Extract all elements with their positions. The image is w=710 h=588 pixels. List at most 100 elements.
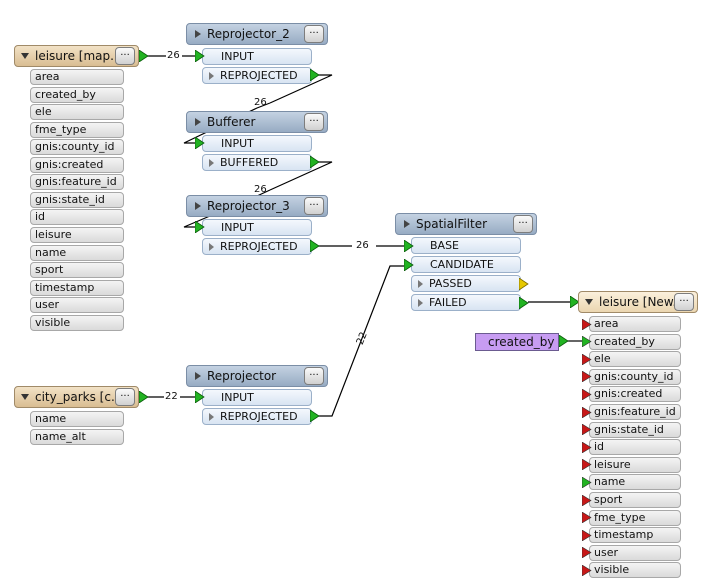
output-port-icon[interactable] xyxy=(310,69,320,81)
attribute-port-icon[interactable] xyxy=(582,512,592,524)
input-port-icon[interactable] xyxy=(195,137,205,149)
attribute[interactable]: fme_type xyxy=(30,122,124,138)
attribute[interactable]: name xyxy=(30,245,124,261)
input-port-base[interactable]: BASE xyxy=(411,237,521,254)
attribute[interactable]: timestamp xyxy=(589,527,681,544)
attribute-port-icon[interactable] xyxy=(582,318,592,330)
attribute-port-icon[interactable] xyxy=(582,424,592,436)
input-port[interactable]: INPUT xyxy=(202,48,312,65)
attribute-port-icon[interactable] xyxy=(582,476,592,488)
attribute-port-icon[interactable] xyxy=(582,441,592,453)
expand-icon[interactable] xyxy=(418,279,423,288)
attribute[interactable]: gnis:feature_id xyxy=(30,174,124,190)
expand-icon[interactable] xyxy=(195,372,201,380)
attribute[interactable]: id xyxy=(589,439,681,456)
transformer-reprojector-3[interactable]: Reprojector_3 ··· xyxy=(186,195,328,217)
expand-icon[interactable] xyxy=(195,202,201,210)
output-port[interactable]: REPROJECTED xyxy=(202,238,312,255)
input-port-icon[interactable] xyxy=(570,296,580,308)
attribute[interactable]: gnis:county_id xyxy=(30,139,124,155)
input-port-icon[interactable] xyxy=(404,240,414,252)
attribute[interactable]: user xyxy=(589,544,681,561)
output-port-icon[interactable] xyxy=(310,240,320,252)
attribute[interactable]: gnis:state_id xyxy=(589,421,681,438)
collapse-icon[interactable] xyxy=(585,299,593,305)
more-options-button[interactable]: ··· xyxy=(304,113,324,131)
attribute-port-icon[interactable] xyxy=(582,459,592,471)
expand-icon[interactable] xyxy=(195,118,201,126)
more-options-button[interactable]: ··· xyxy=(304,25,324,43)
expand-icon[interactable] xyxy=(209,158,214,167)
attribute[interactable]: sport xyxy=(589,492,681,508)
expand-icon[interactable] xyxy=(209,242,214,251)
attribute[interactable]: created_by xyxy=(30,87,124,103)
expand-icon[interactable] xyxy=(209,412,214,421)
attribute-port-icon[interactable] xyxy=(582,388,592,400)
transformer-bufferer[interactable]: Bufferer ··· xyxy=(186,111,328,133)
output-port[interactable]: BUFFERED xyxy=(202,154,312,171)
more-options-button[interactable]: ··· xyxy=(304,367,324,385)
more-options-button[interactable]: ··· xyxy=(304,197,324,215)
source-feature-type-city-parks[interactable]: city_parks [c... ··· xyxy=(14,386,139,408)
output-port-icon[interactable] xyxy=(139,50,149,62)
destination-feature-type-leisure[interactable]: leisure [New... ··· xyxy=(578,291,698,313)
attribute[interactable]: sport xyxy=(30,262,124,278)
attribute[interactable]: name_alt xyxy=(30,429,124,445)
source-feature-type-leisure[interactable]: leisure [map... ··· xyxy=(14,45,139,67)
attribute[interactable]: leisure xyxy=(589,456,681,473)
attribute-port-icon[interactable] xyxy=(582,371,592,383)
attribute[interactable]: ele xyxy=(589,351,681,368)
input-port-icon[interactable] xyxy=(404,259,414,271)
attribute-port-icon[interactable] xyxy=(582,353,592,365)
output-port-passed[interactable]: PASSED xyxy=(411,275,521,292)
attribute[interactable]: created_by xyxy=(589,333,681,350)
expand-icon[interactable] xyxy=(195,30,201,38)
attribute[interactable]: gnis:state_id xyxy=(30,192,124,208)
attribute[interactable]: fme_type xyxy=(589,509,681,526)
attribute-port-icon[interactable] xyxy=(582,547,592,559)
collapse-icon[interactable] xyxy=(21,53,29,59)
attribute[interactable]: timestamp xyxy=(30,280,124,296)
collapse-icon[interactable] xyxy=(21,394,29,400)
output-port-failed[interactable]: FAILED xyxy=(411,294,521,311)
attribute-port-icon[interactable] xyxy=(582,564,592,576)
transformer-reprojector[interactable]: Reprojector ··· xyxy=(186,365,328,387)
transformer-spatialfilter[interactable]: SpatialFilter ··· xyxy=(395,213,537,235)
more-options-button[interactable]: ··· xyxy=(674,293,694,311)
attribute[interactable]: visible xyxy=(589,562,681,579)
output-port-icon[interactable] xyxy=(310,156,320,168)
transformer-reprojector-2[interactable]: Reprojector_2 ··· xyxy=(186,23,328,45)
more-options-button[interactable]: ··· xyxy=(513,215,533,233)
attribute[interactable]: area xyxy=(30,69,124,85)
expand-icon[interactable] xyxy=(209,71,214,80)
output-port[interactable]: REPROJECTED xyxy=(202,67,312,84)
attribute[interactable]: name xyxy=(30,411,124,427)
attribute[interactable]: gnis:feature_id xyxy=(589,404,681,420)
attribute-port-icon[interactable] xyxy=(582,406,592,418)
attribute[interactable]: gnis:county_id xyxy=(589,368,681,385)
attribute[interactable]: area xyxy=(589,316,681,332)
input-port[interactable]: INPUT xyxy=(202,135,312,152)
input-port-icon[interactable] xyxy=(195,50,205,62)
output-port-icon[interactable] xyxy=(139,391,149,403)
attribute[interactable]: name xyxy=(589,474,681,491)
input-port[interactable]: INPUT xyxy=(202,389,312,406)
more-options-button[interactable]: ··· xyxy=(115,47,135,65)
attribute[interactable]: ele xyxy=(30,104,124,120)
output-port-icon[interactable] xyxy=(519,278,529,290)
attribute[interactable]: leisure xyxy=(30,227,124,243)
input-port-candidate[interactable]: CANDIDATE xyxy=(411,256,521,273)
input-port-icon[interactable] xyxy=(195,221,205,233)
expand-icon[interactable] xyxy=(418,298,423,307)
output-port[interactable]: REPROJECTED xyxy=(202,408,312,425)
attribute[interactable]: user xyxy=(30,297,124,313)
attribute[interactable]: id xyxy=(30,209,124,225)
expand-icon[interactable] xyxy=(404,220,410,228)
output-port-icon[interactable] xyxy=(559,335,569,347)
attribute[interactable]: gnis:created xyxy=(30,157,124,173)
output-port-icon[interactable] xyxy=(519,297,529,309)
input-port[interactable]: INPUT xyxy=(202,219,312,236)
attribute-port-icon[interactable] xyxy=(582,494,592,506)
more-options-button[interactable]: ··· xyxy=(115,388,135,406)
attribute-port-icon[interactable] xyxy=(582,529,592,541)
